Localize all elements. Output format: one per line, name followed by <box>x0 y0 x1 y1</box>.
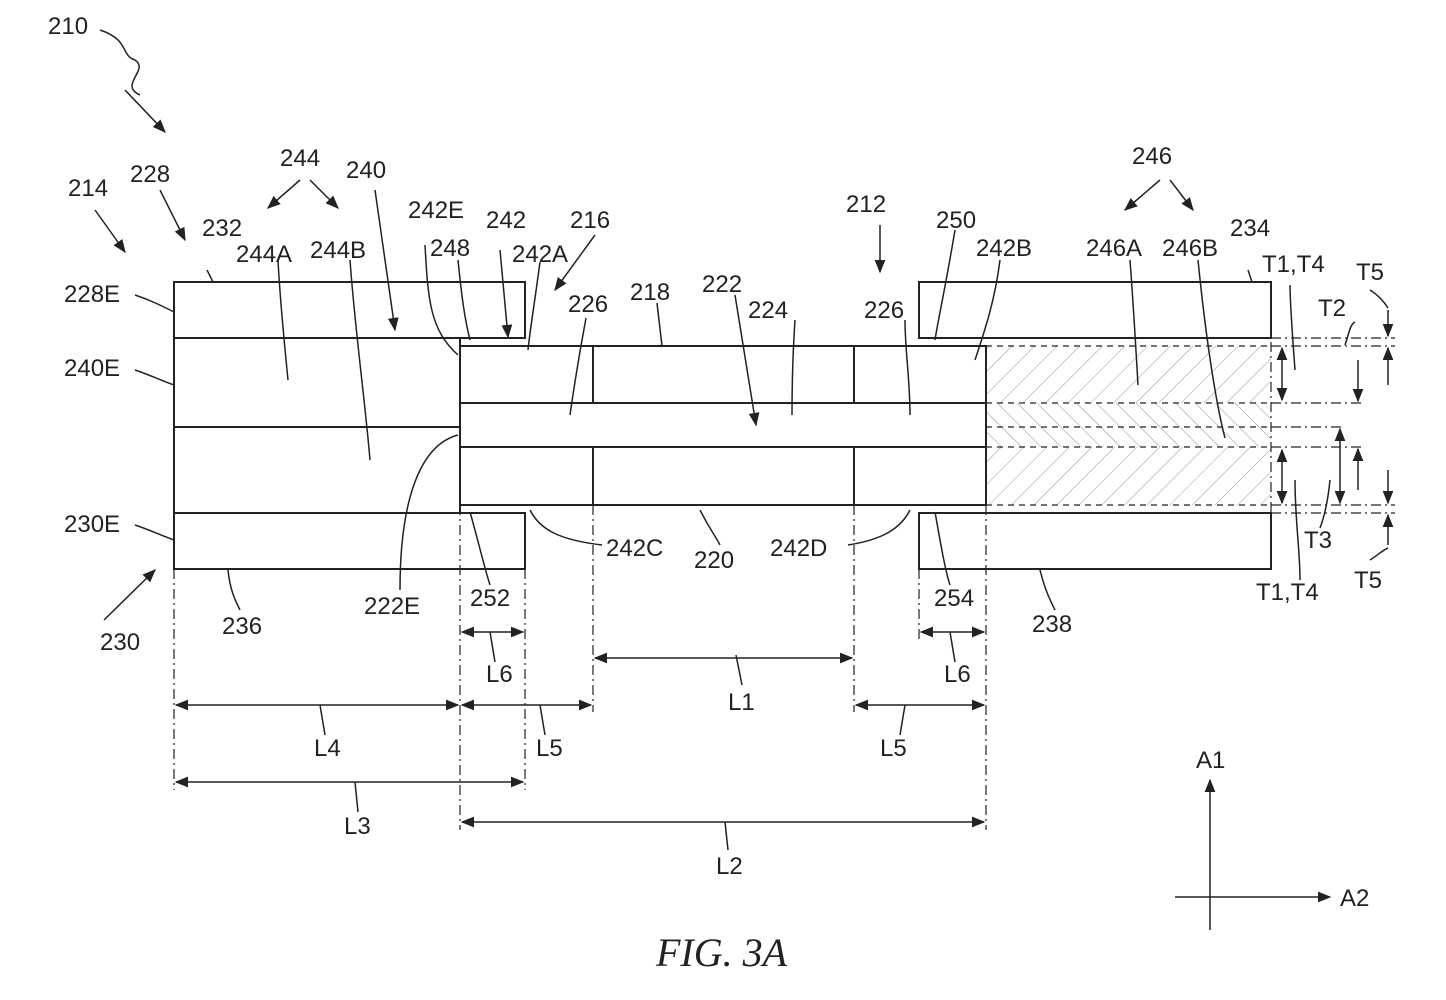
label-254: 254 <box>934 585 974 612</box>
right-layer-246a <box>986 346 1271 403</box>
label-246b: 246B <box>1162 235 1218 262</box>
label-224: 224 <box>748 297 788 324</box>
label-t1t4-bottom: T1,T4 <box>1256 579 1319 606</box>
label-246a: 246A <box>1086 235 1142 262</box>
label-l2: L2 <box>716 853 743 880</box>
left-layer-244b <box>174 427 460 513</box>
right-top-cover <box>919 282 1271 338</box>
label-222e: 222E <box>364 593 420 620</box>
core-right-top-242b <box>854 346 986 403</box>
label-242: 242 <box>486 207 526 234</box>
label-234: 234 <box>1230 215 1270 242</box>
label-214: 214 <box>68 175 108 202</box>
core-left-bottom-242c <box>460 447 593 505</box>
label-226-right: 226 <box>864 297 904 324</box>
core-dotted-top-218 <box>593 346 854 403</box>
left-top-cover <box>174 282 525 338</box>
core-dotted-bottom-220 <box>593 447 854 505</box>
label-216: 216 <box>570 207 610 234</box>
label-242d: 242D <box>770 535 827 562</box>
label-210: 210 <box>48 13 88 40</box>
label-t1t4-top: T1,T4 <box>1262 251 1325 278</box>
label-a2: A2 <box>1340 885 1369 912</box>
left-layer-244a <box>174 338 460 427</box>
label-l5-left: L5 <box>536 735 563 762</box>
label-236: 236 <box>222 613 262 640</box>
label-t5-bottom: T5 <box>1354 567 1382 594</box>
label-l4: L4 <box>314 735 341 762</box>
label-228: 228 <box>130 161 170 188</box>
label-252: 252 <box>470 585 510 612</box>
label-244: 244 <box>280 145 320 172</box>
right-bottom-cover <box>919 513 1271 569</box>
label-l6-right: L6 <box>944 661 971 688</box>
label-a1: A1 <box>1196 747 1225 774</box>
label-t3: T3 <box>1304 527 1332 554</box>
label-212: 212 <box>846 191 886 218</box>
label-218: 218 <box>630 279 670 306</box>
label-244a: 244A <box>236 241 292 268</box>
label-240e: 240E <box>64 355 120 382</box>
label-242e: 242E <box>408 197 464 224</box>
label-t5-top: T5 <box>1356 259 1384 286</box>
label-230: 230 <box>100 629 140 656</box>
label-250: 250 <box>936 207 976 234</box>
label-220: 220 <box>694 547 734 574</box>
right-layer-246-mid <box>986 403 1271 447</box>
label-230e: 230E <box>64 511 120 538</box>
label-244b: 244B <box>310 237 366 264</box>
label-226-left: 226 <box>568 291 608 318</box>
core-middle-layer-224 <box>460 403 986 447</box>
figure-caption: FIG. 3A <box>655 930 788 975</box>
label-240: 240 <box>346 157 386 184</box>
label-242b: 242B <box>976 235 1032 262</box>
label-l5-right: L5 <box>880 735 907 762</box>
label-t2: T2 <box>1318 295 1346 322</box>
label-228e: 228E <box>64 281 120 308</box>
right-layer-246b <box>986 447 1271 505</box>
label-248: 248 <box>430 235 470 262</box>
label-l3: L3 <box>344 813 371 840</box>
label-238: 238 <box>1032 611 1072 638</box>
label-232: 232 <box>202 215 242 242</box>
label-242c: 242C <box>606 535 663 562</box>
label-246: 246 <box>1132 143 1172 170</box>
label-l6-left: L6 <box>486 661 513 688</box>
label-l1: L1 <box>728 689 755 716</box>
label-222: 222 <box>702 271 742 298</box>
label-242a: 242A <box>512 241 568 268</box>
core-right-bottom-242d <box>854 447 986 505</box>
